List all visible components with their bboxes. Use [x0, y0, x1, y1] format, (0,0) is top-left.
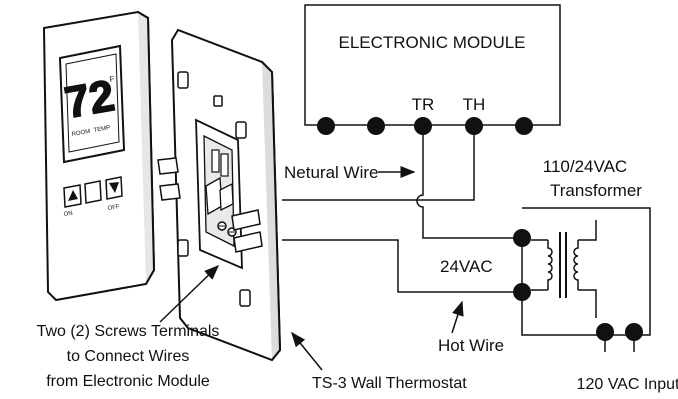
transformer-label: Transformer	[550, 181, 642, 200]
up-arrow-icon	[68, 190, 78, 201]
module-terminal-2	[367, 117, 385, 135]
module-terminal-5	[515, 117, 533, 135]
button-label-on: ON	[63, 210, 73, 217]
down-button	[105, 176, 123, 200]
module-terminal-1	[317, 117, 335, 135]
display-caption-room: ROOM	[71, 129, 90, 138]
display-unit: F	[109, 74, 115, 84]
terminal-tr-label: TR	[412, 95, 435, 114]
screws-label-line1: Two (2) Screws Terminals	[37, 323, 220, 340]
hot-wire	[282, 239, 522, 293]
button-label-off: OFF	[107, 204, 120, 212]
thermostat-back-plate	[157, 28, 282, 362]
transformer-coils	[531, 220, 597, 318]
thermostat-name-label: TS-3 Wall Thermostat	[312, 375, 467, 392]
input-120vac-label: 120 VAC Input	[577, 376, 678, 393]
display-temperature: 72	[61, 71, 118, 128]
module-terminal-tr	[414, 117, 432, 135]
lcd-display	[58, 44, 126, 164]
screws-label-line3: from Electronic Module	[46, 373, 210, 390]
neutral-wire	[416, 135, 522, 239]
transformer-terminal-top	[513, 229, 531, 247]
electronic-module: ELECTRONIC MODULE TR TH	[304, 4, 561, 135]
thermostat-front-cover: 72 F ROOM TEMP ON OFF	[42, 10, 156, 302]
up-button	[63, 184, 82, 208]
th-wire	[282, 135, 475, 201]
screws-label-line2: to Connect Wires	[67, 348, 190, 365]
neutral-wire-label: Netural Wire	[284, 163, 378, 182]
input-terminal-1	[596, 323, 614, 341]
display-caption-temp: TEMP	[93, 125, 110, 134]
middle-button	[84, 180, 102, 204]
transformer-rating-label: 110/24VAC	[543, 157, 627, 176]
voltage-24vac-label: 24VAC	[440, 257, 493, 276]
transformer-terminal-bottom	[513, 283, 531, 301]
terminal-th-label: TH	[463, 95, 486, 114]
electronic-module-label: ELECTRONIC MODULE	[338, 33, 525, 52]
hot-wire-label: Hot Wire	[438, 336, 504, 355]
input-terminal-2	[625, 323, 643, 341]
down-arrow-icon	[109, 182, 119, 193]
module-terminal-th	[465, 117, 483, 135]
screws-pointer-arrow	[159, 264, 220, 323]
transformer: 110/24VAC Transformer	[513, 157, 643, 341]
